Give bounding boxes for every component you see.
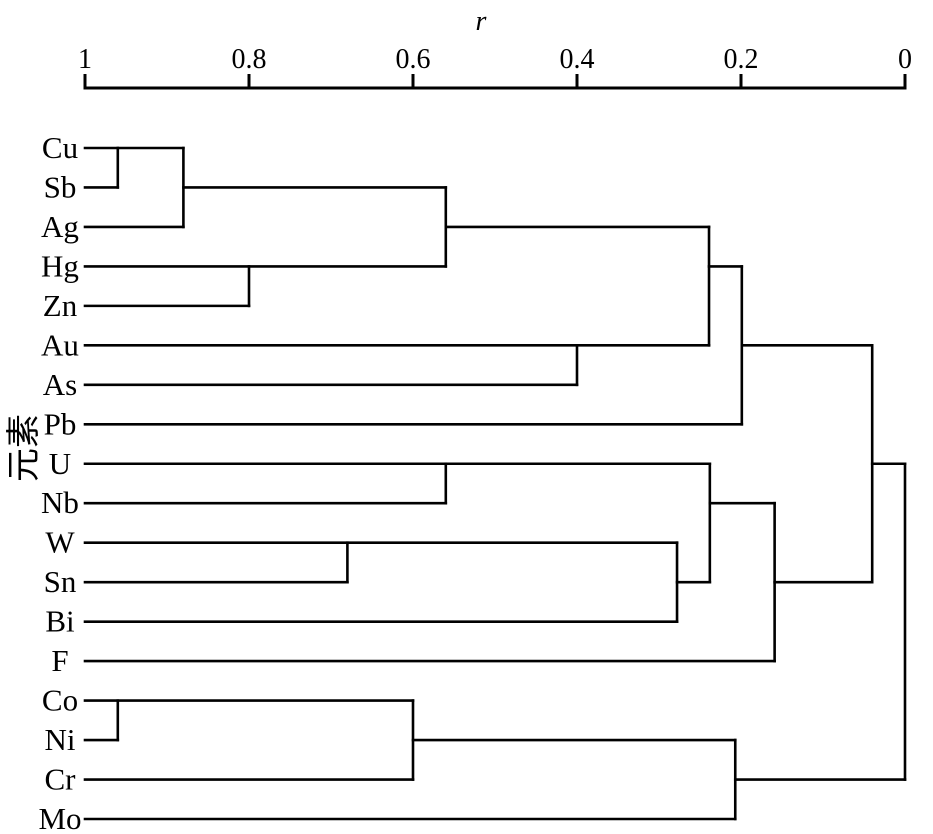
y-axis-title: 元素 bbox=[5, 414, 43, 482]
axis-title: r bbox=[475, 6, 487, 37]
axis-tick-label: 0.8 bbox=[232, 44, 267, 75]
leaf-label-ni: Ni bbox=[45, 722, 76, 757]
axis-tick-label: 0 bbox=[898, 44, 912, 75]
leaf-label-bi: Bi bbox=[45, 604, 75, 639]
leaf-label-cu: Cu bbox=[42, 130, 78, 165]
leaf-label-hg: Hg bbox=[41, 248, 79, 283]
leaf-label-u: U bbox=[49, 446, 71, 481]
leaf-label-nb: Nb bbox=[41, 485, 79, 520]
leaf-label-mo: Mo bbox=[38, 801, 81, 834]
leaf-label-w: W bbox=[45, 525, 75, 560]
leaf-label-pb: Pb bbox=[44, 406, 77, 441]
leaf-label-au: Au bbox=[41, 327, 79, 362]
leaf-label-sb: Sb bbox=[44, 169, 77, 204]
axis-tick-label: 0.2 bbox=[724, 44, 759, 75]
axis-tick-label: 1 bbox=[78, 44, 92, 75]
leaf-label-f: F bbox=[51, 643, 68, 678]
axis-tick-label: 0.4 bbox=[560, 44, 595, 75]
leaf-label-ag: Ag bbox=[41, 209, 79, 244]
leaf-label-cr: Cr bbox=[45, 762, 77, 797]
leaf-label-zn: Zn bbox=[43, 288, 78, 323]
leaf-label-co: Co bbox=[42, 683, 78, 718]
axis-tick-label: 0.6 bbox=[396, 44, 431, 75]
leaf-label-as: As bbox=[43, 367, 77, 402]
leaf-label-sn: Sn bbox=[44, 564, 77, 599]
